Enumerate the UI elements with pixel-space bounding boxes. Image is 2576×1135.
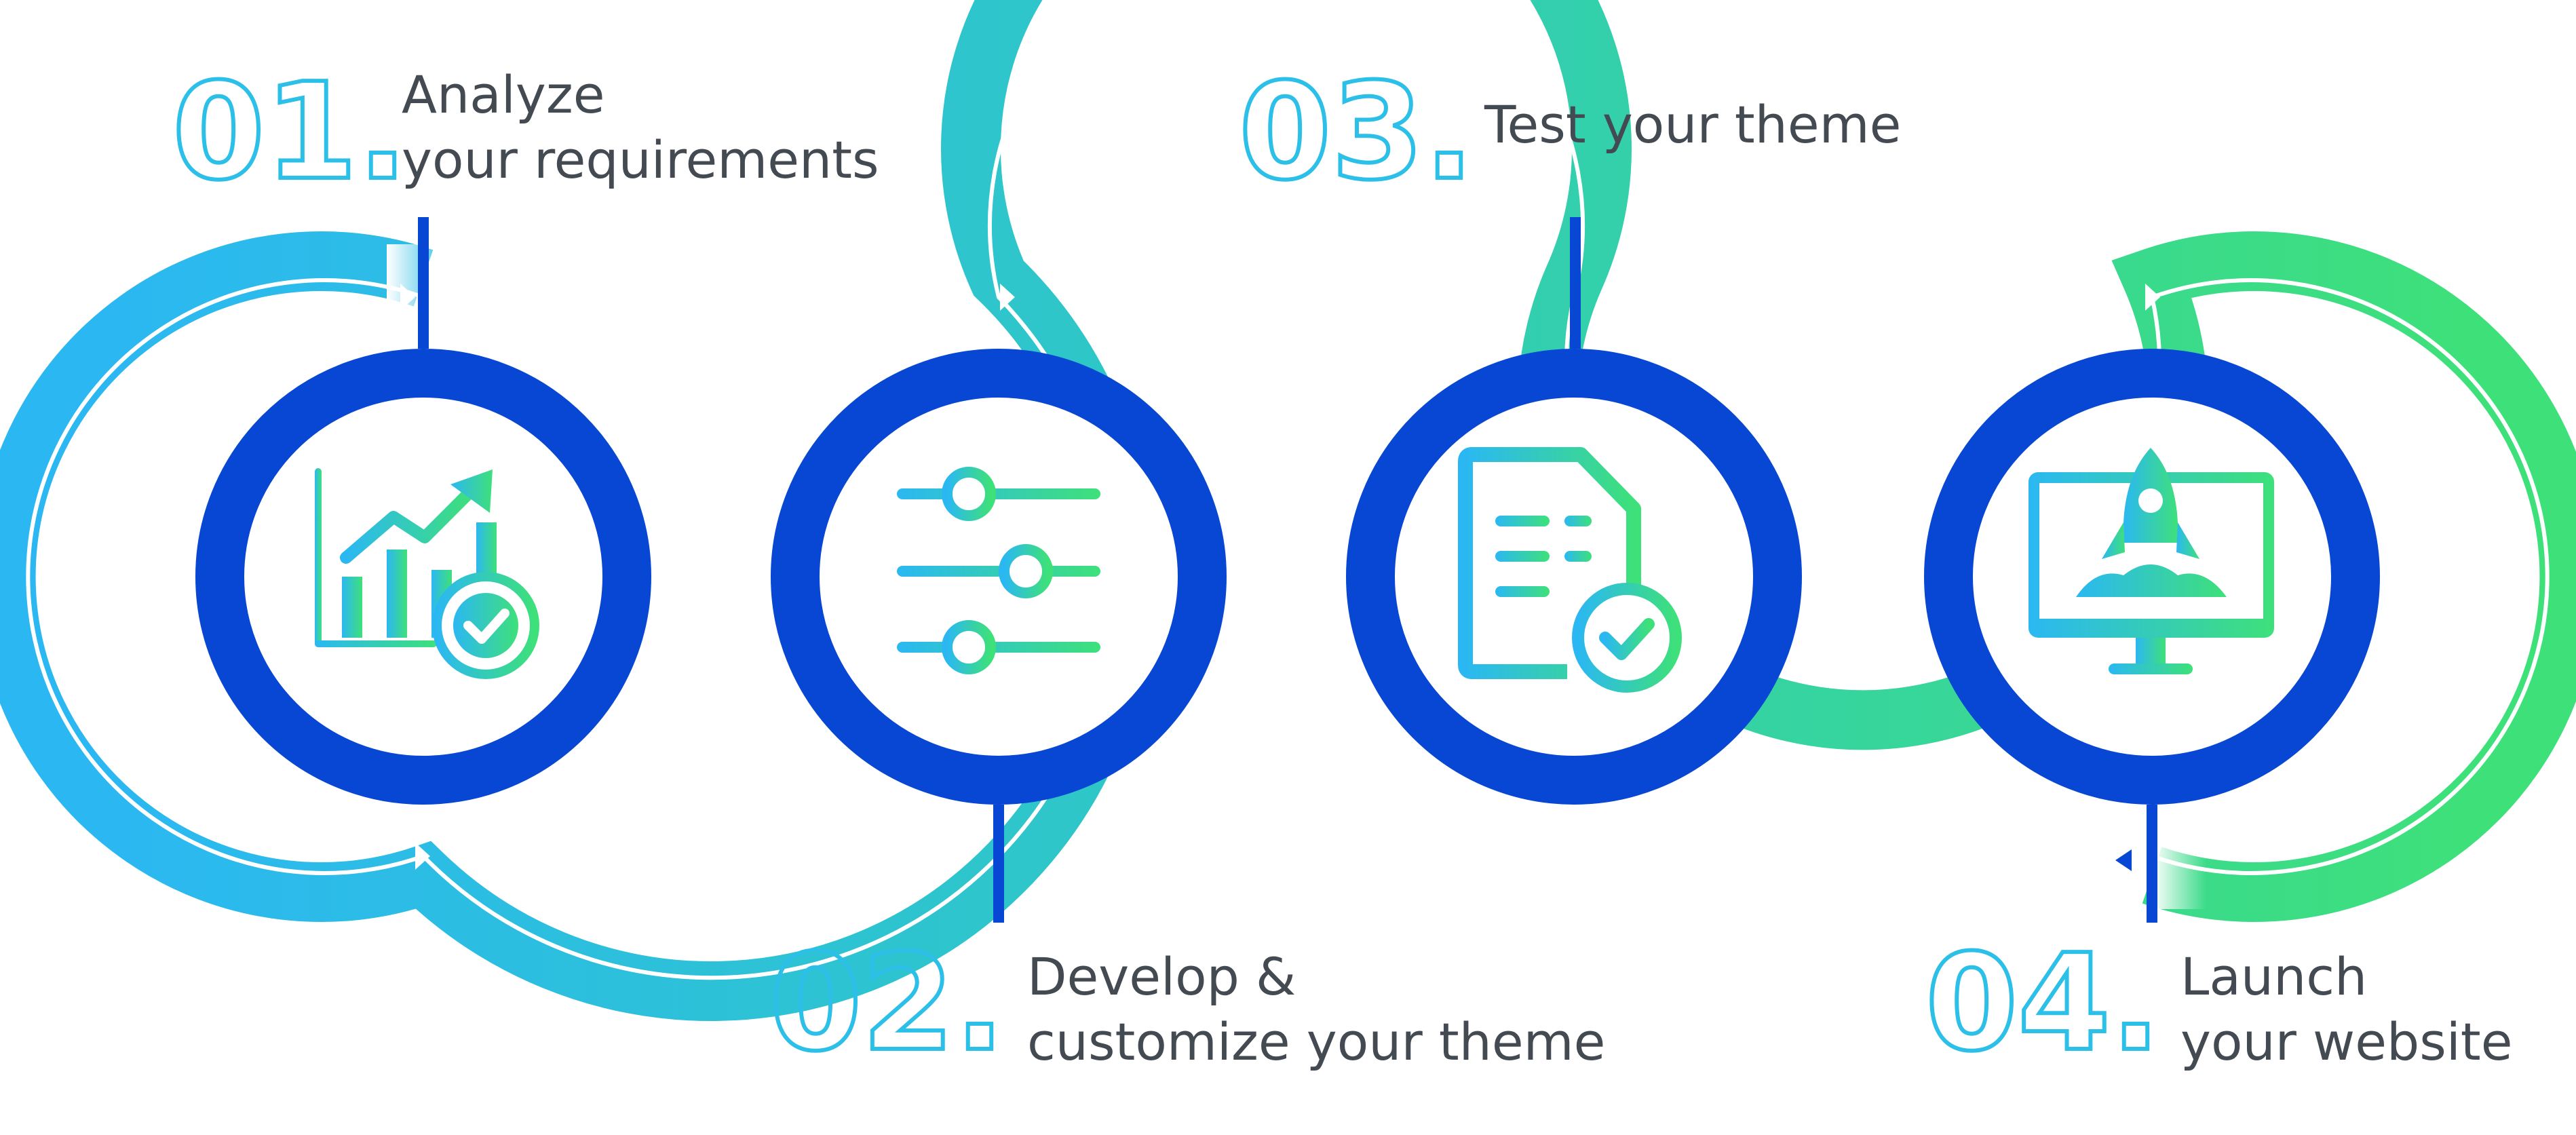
connector-line-3 <box>1570 217 1581 349</box>
step-number-1: 01. <box>172 55 408 210</box>
wave-band <box>0 0 2576 1022</box>
step-title: Launch <box>2180 946 2368 1007</box>
step-ring-1 <box>195 349 651 805</box>
step-subtitle: your website <box>2180 1012 2513 1072</box>
step-number-2: 02. <box>769 926 1005 1081</box>
step-subtitle: customize your theme <box>1027 1012 1606 1072</box>
arrow-head-icon <box>1567 843 1582 870</box>
arrow-head-icon <box>1000 284 1015 311</box>
step-title: Develop & <box>1027 946 1296 1007</box>
connector-line-2 <box>993 805 1004 923</box>
document-check-icon <box>1458 447 1682 693</box>
step-numbers: 01. 02. 03. 04. <box>170 53 2163 1083</box>
connector-lines <box>418 217 2157 923</box>
step-title: Test your theme <box>1484 94 1902 155</box>
step-label-2: Develop & customize your theme <box>1027 944 1605 1075</box>
end-arrow-icon <box>2115 849 2132 871</box>
step-title: Analyze <box>402 64 605 125</box>
step-subtitle: your requirements <box>402 130 879 190</box>
step-label-1: Analyze your requirements <box>402 62 879 193</box>
step-label-3: Test your theme <box>1484 92 1901 157</box>
sliders-icon <box>897 467 1100 674</box>
step-label-4: Launch your website <box>2180 944 2512 1075</box>
step-number-4: 04. <box>1925 926 2161 1081</box>
step-ring-3 <box>1346 349 1802 805</box>
monitor-rocket-icon <box>2029 448 2274 674</box>
chart-check-icon <box>315 468 539 679</box>
connector-line-4 <box>2147 805 2157 923</box>
arrow-head-icon <box>2145 284 2160 311</box>
arrow-head-icon <box>415 843 430 870</box>
step-number-3: 03. <box>1239 55 1474 210</box>
connector-line-1 <box>418 217 429 349</box>
